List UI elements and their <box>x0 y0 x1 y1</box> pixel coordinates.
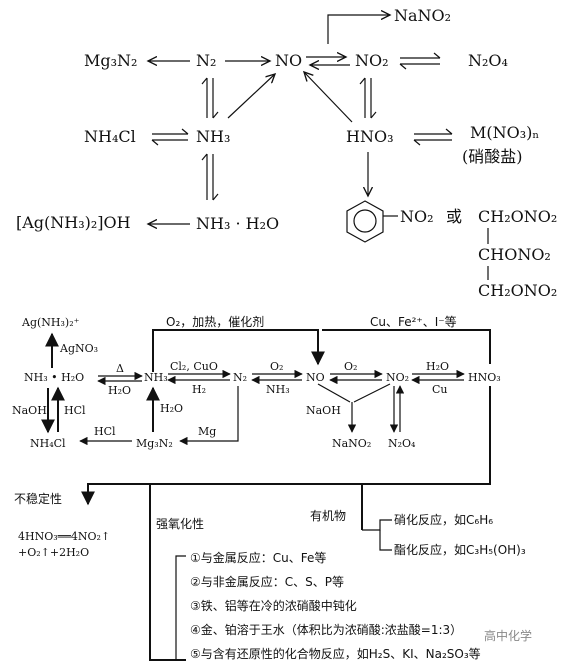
arrow-no-to-nano2 <box>327 15 390 44</box>
ag-ion-label: Ag(NH₃)₂⁺ <box>21 316 80 329</box>
benzene-ring <box>346 200 384 243</box>
hcl-label: HCl <box>64 404 86 417</box>
hook-6 <box>151 139 159 146</box>
benzene-circle <box>353 209 377 233</box>
arrow-nh3-to-no <box>227 74 275 119</box>
bottom-diagram: Ag(NH₃)₂⁺ AgNO₃ NH₃ • H₂O Δ H₂O NH₃ NaOH… <box>12 314 532 661</box>
no2-label: NO₂ <box>355 51 389 70</box>
glyceryl-line-2: CHONO₂ <box>478 245 551 264</box>
hook-7 <box>445 128 453 135</box>
bracket-nitration <box>362 519 392 531</box>
strong-ox-label: 强氧化性 <box>156 517 204 531</box>
agno3-label: AgNO₃ <box>59 342 98 355</box>
nitrate-name: (硝酸盐) <box>462 147 523 166</box>
o2-catalyst-label: O₂，加热，催化剂 <box>166 314 264 329</box>
watermark-text: 高中化学 <box>484 628 532 643</box>
delta-label: Δ <box>116 362 124 375</box>
nitration-label: 硝化反应，如C₆H₆ <box>394 512 493 527</box>
n2o4-label: N₂O₄ <box>468 51 508 70</box>
nh4cl-b-label: NH₄Cl <box>30 437 66 450</box>
nh3-b-label: NH₃ <box>144 371 168 384</box>
hook-3 <box>359 77 366 85</box>
n2-label: N₂ <box>196 51 216 70</box>
h2-label: H₂ <box>192 383 206 396</box>
decomp-line-1: 4HNO₃══4NO₂↑ <box>18 530 110 543</box>
hook-2 <box>212 111 219 119</box>
ag-complex-label: [Ag(NH₃)₂]OH <box>16 213 131 232</box>
tree-trunk-to-unstable <box>81 386 491 506</box>
mg3n2-label: Mg₃N₂ <box>84 51 137 70</box>
hcl-b-label: HCl <box>94 425 116 438</box>
nano2-label: NaNO₂ <box>394 6 451 25</box>
hook-1 <box>201 77 208 85</box>
nh3h2o-label: NH₃ · H₂O <box>196 214 279 233</box>
n2o4-b-label: N₂O₄ <box>388 437 416 450</box>
hook-5 <box>181 128 189 135</box>
glyceryl-line-1: CH₂ONO₂ <box>478 207 557 226</box>
hno3-b-label: HNO₃ <box>468 371 501 384</box>
h2o-b-label: H₂O <box>426 360 449 373</box>
hook-9 <box>201 153 208 161</box>
naoh-label: NaOH <box>12 404 47 417</box>
bracket-ester <box>379 530 392 551</box>
no-b-label: NO <box>306 371 325 384</box>
no2-b-label: NO₂ <box>386 371 409 384</box>
branch-no <box>317 383 351 403</box>
cu-b-label: Cu <box>432 383 448 396</box>
no-label: NO <box>275 51 302 70</box>
nh4cl-label: NH₄Cl <box>84 127 136 146</box>
arrow-nh3-to-no-catalytic <box>152 329 325 372</box>
top-diagram: NaNO₂ Mg₃N₂ N₂ NO NO₂ N₂O₄ NH₄Cl <box>16 6 557 300</box>
nh3-label: NH₃ <box>196 127 230 146</box>
n2-b-label: N₂ <box>233 371 247 384</box>
equil-hook-a <box>433 52 441 59</box>
hook-4 <box>370 111 377 119</box>
nitrate-formula: M(NO₃)ₙ <box>470 123 539 142</box>
naoh-b-label: NaOH <box>306 404 341 417</box>
hook-8 <box>413 139 421 146</box>
reductant-label: Cu、Fe²⁺、I⁻等 <box>370 315 457 329</box>
tree-branch-strong-ox <box>149 484 186 661</box>
organic-label: 有机物 <box>310 509 346 523</box>
mg3n2-b-label: Mg₃N₂ <box>136 437 173 450</box>
oxidation-item-1: ①与金属反应：Cu、Fe等 <box>190 550 326 565</box>
oxidation-item-4: ④金、铂溶于王水（体积比为浓硝酸:浓盐酸=1:3） <box>190 622 462 637</box>
o2-a-label: O₂ <box>270 360 283 373</box>
cl2cuo-label: Cl₂, CuO <box>170 360 218 373</box>
ester-label: 酯化反应，如C₃H₅(OH)₃ <box>394 542 526 557</box>
h2o-a-label: H₂O <box>108 384 131 397</box>
nh3-c-label: NH₃ <box>266 383 290 396</box>
hno3-label: HNO₃ <box>346 127 393 146</box>
branch-no2 <box>353 383 391 403</box>
o2-b-label: O₂ <box>344 360 357 373</box>
arrow-n2-to-mg3n2 <box>179 386 239 446</box>
glyceryl-line-3: CH₂ONO₂ <box>478 281 557 300</box>
list-bracket <box>175 555 186 661</box>
nitrobenzene-structure: NO₂ <box>346 200 434 243</box>
arrow-hno3-to-no <box>304 72 353 123</box>
bracket-hno3-to-no <box>322 329 491 364</box>
oxidation-item-3: ③铁、铝等在冷的浓硝酸中钝化 <box>190 598 357 613</box>
oxidation-item-2: ②与非金属反应：C、S、P等 <box>190 574 344 589</box>
unstable-label: 不稳定性 <box>14 491 62 506</box>
h2o-c-label: H₂O <box>160 402 183 415</box>
nh3h2o-b-label: NH₃ • H₂O <box>24 371 84 384</box>
hook-10 <box>212 193 219 201</box>
or-word: 或 <box>446 207 462 226</box>
nitro-group: NO₂ <box>400 207 434 226</box>
oxidation-item-5: ⑤与含有还原性的化合物反应，如H₂S、KI、Na₂SO₃等 <box>190 646 481 661</box>
decomp-line-2: +O₂↑+2H₂O <box>18 546 89 559</box>
mg-label: Mg <box>198 425 216 438</box>
nano2-b-label: NaNO₂ <box>332 437 371 450</box>
equil-hook-b <box>399 63 407 70</box>
